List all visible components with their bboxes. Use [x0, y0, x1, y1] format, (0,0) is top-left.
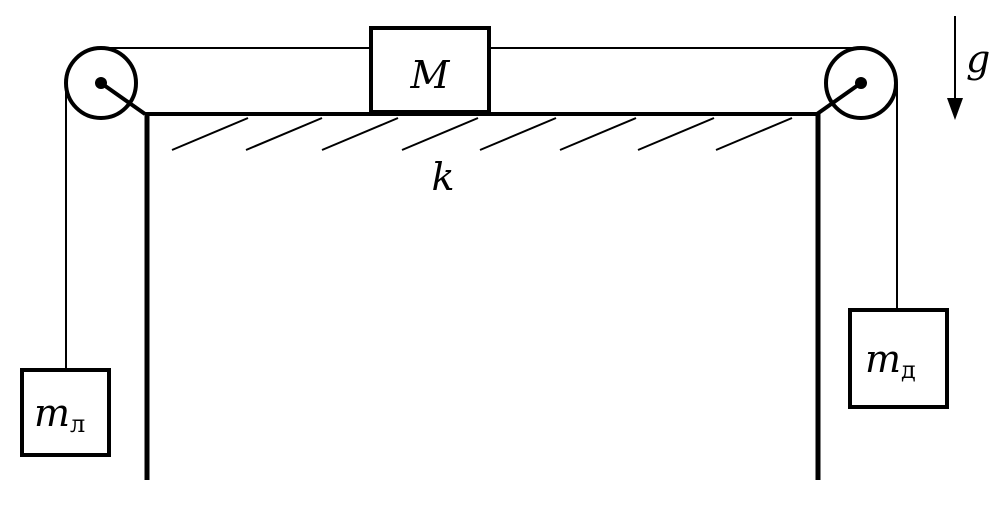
pulley-left-axle	[95, 77, 107, 89]
gravity-label: g	[966, 37, 990, 81]
friction-label: k	[431, 155, 454, 199]
left-mass-label: mл	[34, 391, 85, 438]
block-m-label: M	[410, 53, 451, 97]
left-mass-box	[20, 368, 111, 457]
pulley-left	[64, 46, 138, 120]
pulley-right	[824, 46, 898, 120]
pulley-arm-right	[815, 81, 863, 116]
pulley-right-axle	[855, 77, 867, 89]
pulley-arm-left	[99, 81, 147, 116]
surface-hatching	[171, 117, 793, 151]
block-m	[369, 26, 491, 114]
gravity-arrow-head	[947, 98, 963, 120]
right-mass-label: mд	[865, 337, 916, 384]
right-mass-box	[848, 308, 949, 409]
